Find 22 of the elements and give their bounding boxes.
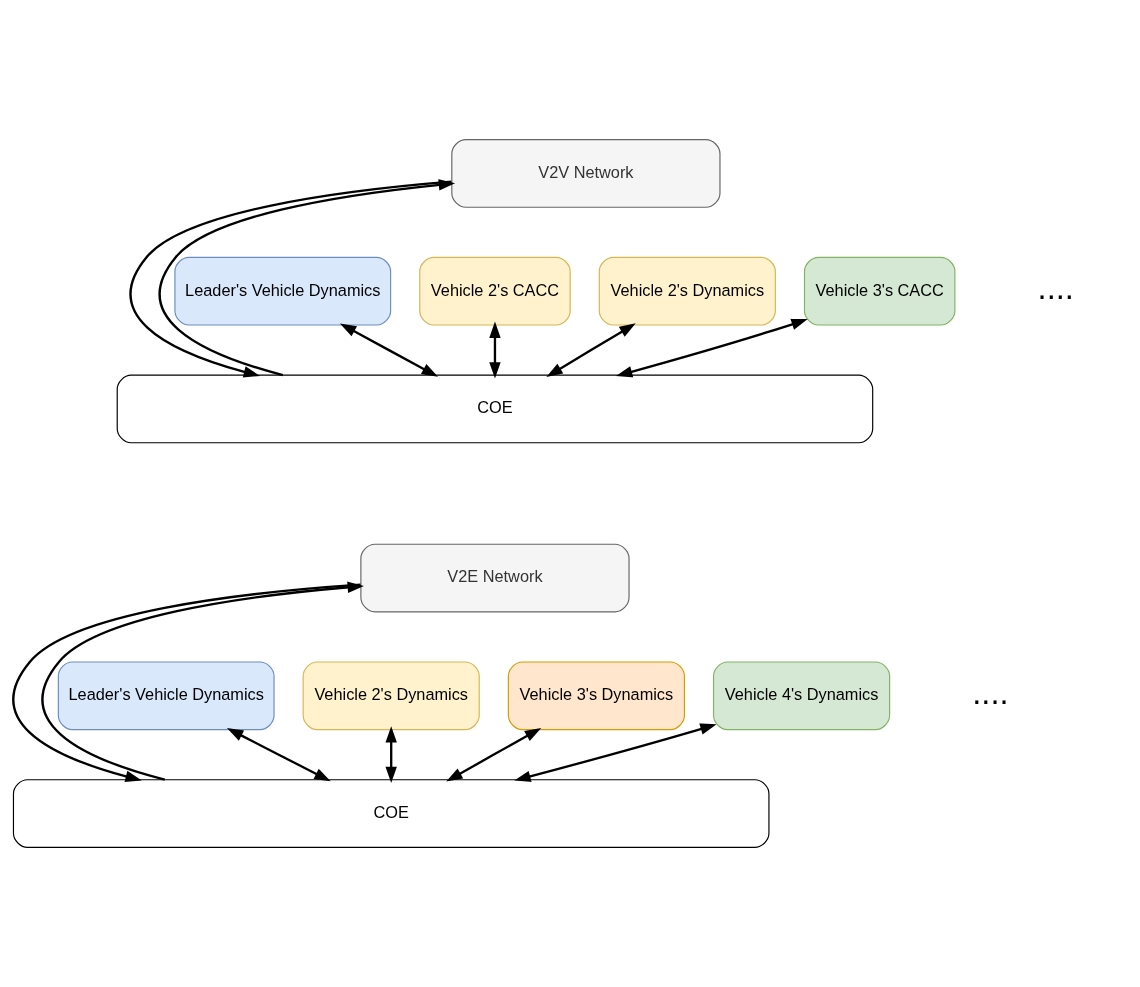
arrow: [446, 727, 542, 782]
node-box: Vehicle 3's CACC: [803, 256, 956, 326]
label: ....: [1037, 269, 1074, 307]
node-box: Vehicle 2's Dynamics: [598, 256, 776, 326]
node-box: COE: [116, 374, 874, 444]
arrow: [615, 318, 808, 378]
arrow: [385, 726, 397, 784]
arrow: [489, 321, 501, 379]
label: ....: [972, 673, 1009, 711]
node-box: Leader's Vehicle Dynamics: [57, 661, 275, 731]
node-box: Vehicle 4's Dynamics: [712, 661, 891, 731]
node-box: Leader's Vehicle Dynamics: [174, 256, 392, 326]
node-box: COE: [12, 779, 770, 848]
arrow: [514, 723, 717, 782]
node-box: Vehicle 2's CACC: [419, 256, 571, 326]
node-box: V2E Network: [360, 543, 630, 613]
arrow: [339, 323, 439, 377]
node-box: Vehicle 3's Dynamics: [507, 661, 685, 731]
node-box: V2V Network: [451, 139, 721, 208]
arrow: [546, 323, 636, 377]
arrow: [226, 728, 331, 782]
node-box: Vehicle 2's Dynamics: [302, 661, 480, 731]
